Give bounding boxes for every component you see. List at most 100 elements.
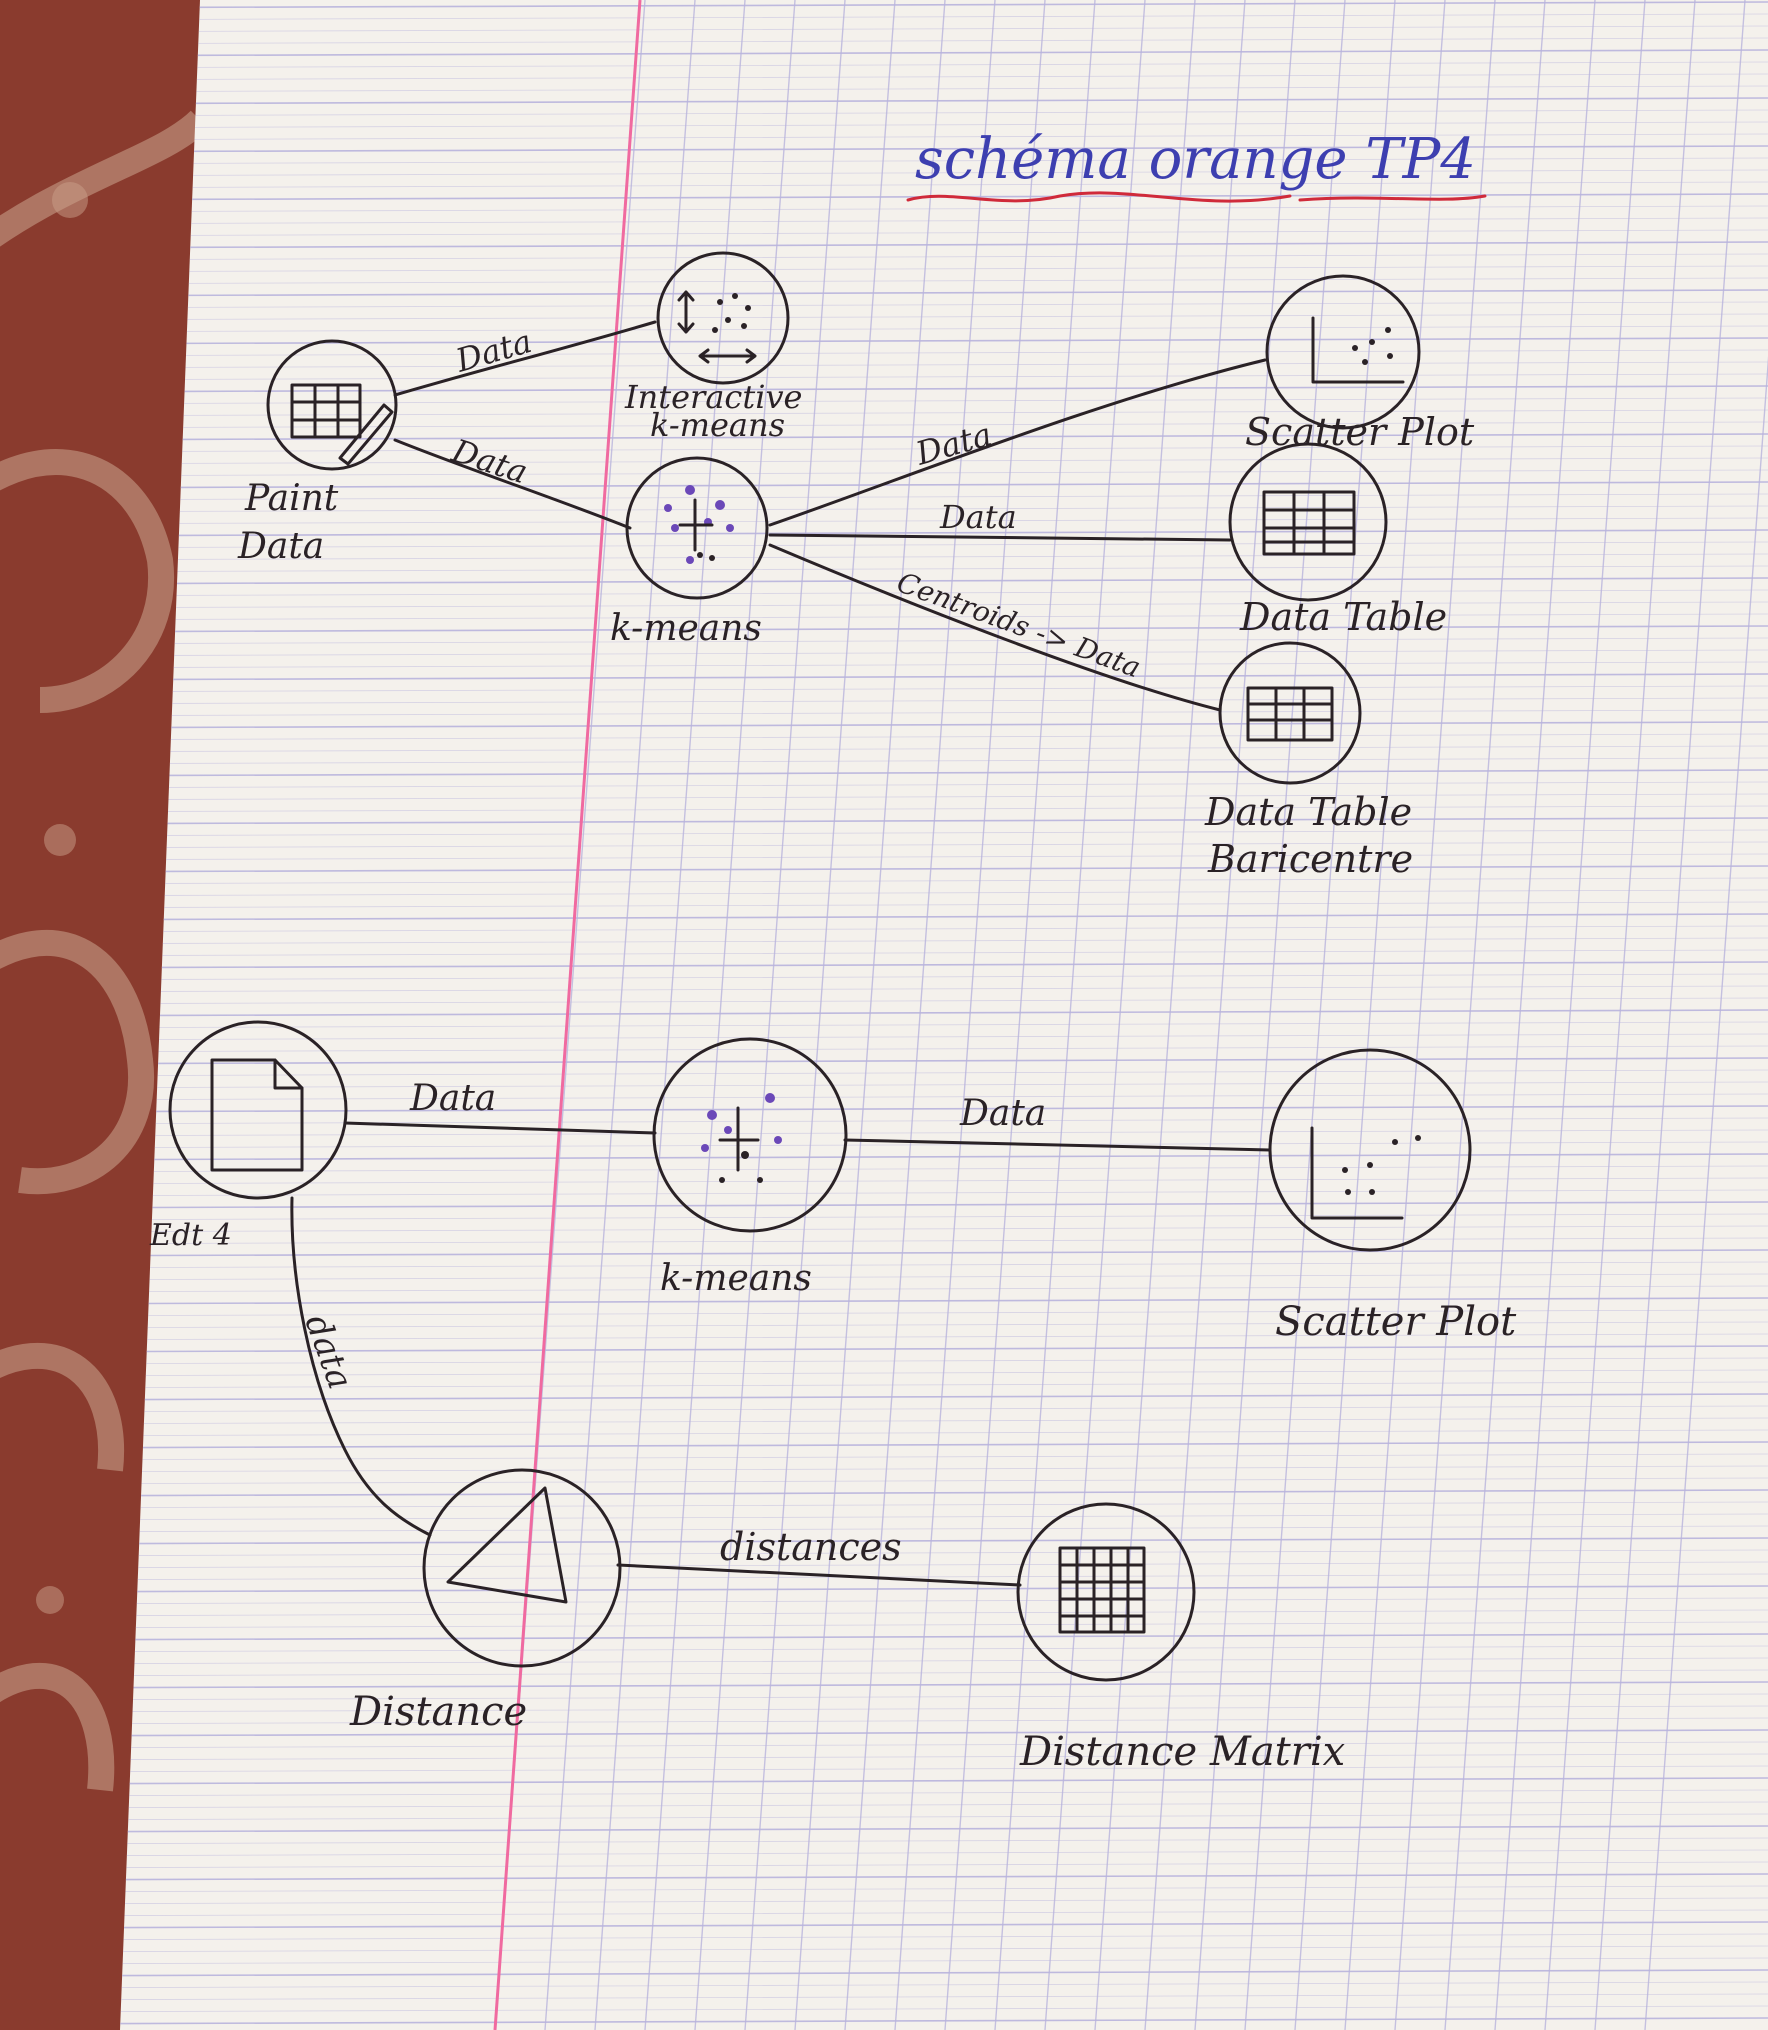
grid-line-horizontal bbox=[120, 1657, 1768, 1665]
edge-kmeans-to-barycentre[interactable] bbox=[768, 543, 1222, 712]
grid-line-horizontal bbox=[120, 361, 1768, 369]
grid-line-horizontal bbox=[120, 133, 1768, 141]
node-label-distance: Distance bbox=[349, 1689, 527, 1735]
grid-line-horizontal bbox=[120, 1801, 1768, 1809]
grid-line-horizontal bbox=[120, 1825, 1768, 1833]
grid-line-horizontal bbox=[120, 2017, 1768, 2025]
grid-line-horizontal bbox=[120, 1705, 1768, 1713]
grid-line-horizontal bbox=[120, 1213, 1768, 1221]
grid-line-horizontal bbox=[120, 997, 1768, 1005]
node-label-paint-data-2: Data bbox=[237, 526, 324, 567]
grid-line-horizontal bbox=[120, 1153, 1768, 1161]
scatter-plot-icon bbox=[1311, 316, 1405, 384]
grid-line-horizontal bbox=[120, 985, 1768, 993]
grid-line-horizontal bbox=[120, 13, 1768, 21]
title-underline bbox=[906, 191, 1487, 203]
grid-line-vertical bbox=[1144, 0, 1296, 2030]
grid-line-horizontal bbox=[120, 1357, 1768, 1365]
grid-line-horizontal bbox=[120, 1885, 1768, 1893]
node-label-file: Edt 4 bbox=[149, 1218, 232, 1253]
grid-line-vertical bbox=[1094, 0, 1246, 2030]
node-scatter-plot-2[interactable]: Scatter Plot bbox=[1268, 1048, 1517, 1345]
data-table-icon-2 bbox=[1246, 686, 1334, 742]
edge-kmeans-to-scatter-2[interactable] bbox=[843, 1138, 1272, 1152]
grid-line-vertical bbox=[1344, 0, 1496, 2030]
grid-line-horizontal bbox=[120, 1237, 1768, 1245]
node-file[interactable]: Edt 4 bbox=[149, 1020, 348, 1253]
node-distance-matrix[interactable]: Distance Matrix bbox=[1016, 1502, 1345, 1775]
grid-line-horizontal bbox=[120, 157, 1768, 165]
grid-line-horizontal bbox=[120, 685, 1768, 693]
grid-line-horizontal bbox=[120, 1777, 1768, 1785]
grid-line-horizontal bbox=[120, 1981, 1768, 1989]
grid-line-horizontal bbox=[120, 1141, 1768, 1149]
data-table-icon bbox=[1262, 490, 1356, 556]
grid-line-horizontal bbox=[120, 445, 1768, 453]
edge-file-to-kmeans[interactable] bbox=[343, 1121, 657, 1135]
edge-label-kmeans-scatter-2: Data bbox=[959, 1093, 1046, 1134]
workflow-1: Data Data Data Data Centroids -> Data Pa… bbox=[237, 251, 1475, 881]
kmeans-clusters-icon bbox=[664, 485, 734, 564]
edge-file-to-distance[interactable] bbox=[290, 1196, 432, 1537]
grid-line-horizontal bbox=[120, 517, 1768, 525]
grid-line-horizontal bbox=[120, 1873, 1768, 1881]
grid-line-horizontal bbox=[120, 1297, 1768, 1305]
grid-line-horizontal bbox=[120, 1741, 1768, 1749]
grid-line-horizontal bbox=[120, 529, 1768, 537]
grid-line-horizontal bbox=[120, 1429, 1768, 1437]
grid-line-horizontal bbox=[120, 1717, 1768, 1725]
grid-line-horizontal bbox=[120, 1333, 1768, 1341]
grid-line-horizontal bbox=[120, 1609, 1768, 1617]
grid-line-horizontal bbox=[120, 37, 1768, 45]
node-data-table[interactable]: Data Table bbox=[1228, 442, 1447, 639]
edge-kmeans-to-table[interactable] bbox=[768, 533, 1232, 542]
grid-line-vertical bbox=[1294, 0, 1446, 2030]
edge-distance-to-matrix[interactable] bbox=[616, 1563, 1022, 1587]
grid-line-horizontal bbox=[120, 85, 1768, 93]
grid-line-vertical bbox=[1444, 0, 1596, 2030]
grid-line-horizontal bbox=[120, 1993, 1768, 2001]
grid-line-horizontal bbox=[120, 553, 1768, 561]
grid-line-vertical bbox=[1494, 0, 1646, 2030]
grid-line-horizontal bbox=[120, 1549, 1768, 1557]
grid-line-horizontal bbox=[120, 1897, 1768, 1905]
grid-line-horizontal bbox=[120, 217, 1768, 225]
file-icon bbox=[210, 1058, 304, 1172]
node-label-kmeans-1: k-means bbox=[610, 608, 762, 649]
node-interactive-kmeans[interactable]: Interactive k-means bbox=[624, 251, 802, 444]
grid-line-horizontal bbox=[120, 181, 1768, 189]
grid-line-horizontal bbox=[120, 121, 1768, 129]
node-paint-data[interactable]: Paint Data bbox=[237, 339, 398, 567]
grid-line-horizontal bbox=[120, 1345, 1768, 1353]
node-label-scatter-plot-1: Scatter Plot bbox=[1245, 410, 1475, 454]
node-kmeans-2[interactable]: k-means bbox=[652, 1037, 848, 1299]
edge-paint-to-interactive[interactable] bbox=[393, 320, 657, 397]
grid-line-horizontal bbox=[120, 673, 1768, 681]
grid-line-horizontal bbox=[120, 877, 1768, 885]
grid-line-horizontal bbox=[120, 565, 1768, 573]
grid-line-vertical bbox=[1394, 0, 1546, 2030]
grid-line-horizontal bbox=[120, 853, 1768, 861]
edge-paint-to-kmeans[interactable] bbox=[393, 438, 632, 530]
node-kmeans-1[interactable]: k-means bbox=[610, 456, 769, 649]
edge-kmeans-to-scatter[interactable] bbox=[768, 358, 1267, 527]
grid-line-vertical bbox=[994, 0, 1146, 2030]
grid-line-horizontal bbox=[120, 1861, 1768, 1869]
grid-line-horizontal bbox=[120, 1957, 1768, 1965]
grid-line-horizontal bbox=[120, 2005, 1768, 2013]
grid-line-horizontal bbox=[120, 1729, 1768, 1737]
node-data-table-barycentre[interactable]: Data Table Baricentre bbox=[1204, 641, 1413, 881]
grid-line-horizontal bbox=[120, 241, 1768, 249]
node-distance[interactable]: Distance bbox=[349, 1468, 622, 1735]
scatter-plot-icon-2 bbox=[1310, 1126, 1421, 1220]
grid-line-vertical bbox=[1644, 0, 1768, 2030]
grid-line-horizontal bbox=[120, 697, 1768, 705]
grid-line-horizontal bbox=[120, 769, 1768, 777]
grid-line-horizontal bbox=[120, 781, 1768, 789]
grid-line-horizontal bbox=[120, 1273, 1768, 1281]
grid-line-horizontal bbox=[120, 1285, 1768, 1293]
grid-line-horizontal bbox=[120, 1933, 1768, 1941]
grid-line-horizontal bbox=[120, 1021, 1768, 1029]
